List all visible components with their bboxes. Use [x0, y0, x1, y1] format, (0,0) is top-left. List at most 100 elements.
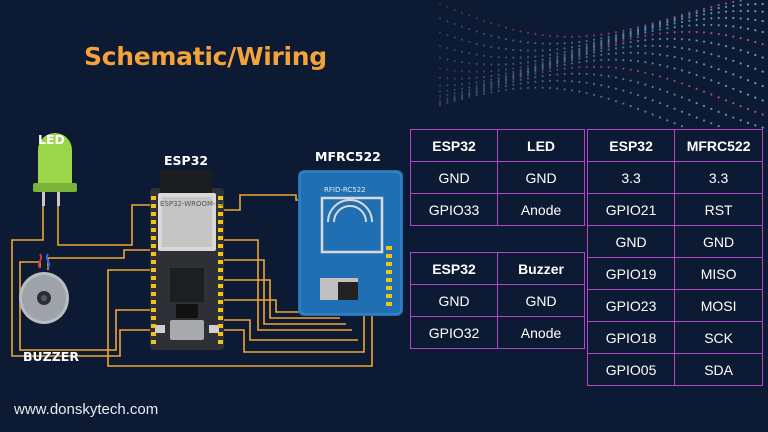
decoration-dot	[534, 32, 537, 36]
decoration-dot	[761, 10, 764, 13]
decoration-dot	[680, 57, 684, 60]
decoration-dot	[695, 39, 698, 42]
decoration-dot	[614, 58, 618, 61]
table-row: GPIO33 Anode	[409, 193, 585, 226]
decoration-dot	[438, 56, 442, 59]
decoration-dot	[563, 47, 566, 50]
decoration-dot	[717, 81, 720, 85]
decoration-dot	[592, 45, 596, 48]
decoration-dot	[570, 59, 574, 62]
decoration-dot	[724, 113, 728, 116]
decoration-dot	[666, 119, 669, 122]
decoration-dot	[761, 99, 764, 102]
decoration-dot	[504, 78, 508, 82]
decoration-dot	[592, 59, 596, 62]
table-cell: 3.3	[586, 161, 676, 194]
decoration-dot	[739, 3, 742, 7]
decoration-dot	[526, 49, 530, 52]
decoration-dot	[512, 56, 515, 59]
table-cell: GND	[409, 161, 499, 194]
decoration-dot	[680, 38, 684, 41]
decoration-dot	[754, 124, 757, 127]
decoration-dot	[556, 87, 559, 90]
decoration-dot	[614, 100, 618, 103]
decoration-dot	[519, 78, 522, 82]
decoration-dot	[754, 2, 757, 6]
decoration-dot	[636, 45, 640, 48]
decoration-dot	[761, 70, 764, 73]
decoration-dot	[460, 94, 464, 97]
decoration-dot	[673, 55, 676, 59]
decoration-dot	[556, 48, 559, 51]
decoration-dot	[688, 13, 691, 16]
decoration-dot	[548, 57, 552, 60]
header-pin	[218, 196, 223, 200]
header-pin	[151, 276, 156, 280]
decoration-dot	[622, 32, 625, 35]
decoration-dot	[651, 44, 654, 47]
decoration-dot	[724, 70, 728, 73]
decoration-dot	[504, 26, 508, 29]
decoration-dot	[490, 91, 493, 94]
decoration-dot	[607, 45, 610, 48]
header-pin	[151, 204, 156, 208]
decoration-dot	[453, 69, 456, 72]
decoration-dot	[541, 42, 544, 45]
esp32-label: ESP32	[164, 153, 209, 168]
decoration-dot	[490, 88, 493, 91]
decoration-dot	[732, 25, 735, 28]
decoration-dot	[453, 48, 456, 51]
decoration-dot	[673, 79, 676, 83]
decoration-dot	[746, 3, 750, 6]
decoration-dot	[578, 61, 581, 64]
decoration-dot	[526, 77, 530, 80]
decoration-dot	[629, 105, 632, 108]
decoration-dot	[446, 100, 449, 103]
decoration-dot	[710, 65, 713, 68]
decoration-dot	[724, 34, 728, 37]
decoration-dot	[614, 31, 618, 34]
decoration-dot	[519, 73, 522, 76]
decoration-dot	[629, 51, 632, 54]
decoration-dot	[717, 7, 720, 10]
decoration-dot	[607, 38, 610, 41]
decoration-dot	[475, 81, 478, 84]
decoration-dot	[526, 74, 530, 77]
decoration-dot	[622, 89, 625, 92]
decoration-dot	[666, 18, 669, 21]
decoration-dot	[592, 93, 596, 96]
decoration-dot	[548, 59, 552, 62]
decoration-dot	[468, 62, 471, 65]
decoration-dot	[600, 58, 603, 62]
decoration-dot	[578, 66, 581, 69]
decoration-dot	[644, 110, 647, 113]
decoration-dot	[702, 51, 706, 54]
header-pin	[151, 268, 156, 272]
decoration-dot	[482, 19, 486, 22]
decoration-dot	[578, 57, 581, 60]
decoration-dot	[651, 52, 654, 55]
wires	[11, 194, 373, 367]
decoration-dot	[460, 90, 464, 93]
decoration-dot	[761, 2, 764, 6]
decoration-dot	[497, 56, 500, 59]
decoration-dot	[710, 8, 713, 11]
decoration-dot	[695, 73, 698, 77]
decoration-dot	[688, 59, 691, 62]
decoration-dot	[666, 65, 669, 68]
decoration-dot	[636, 39, 640, 43]
decoration-dot	[754, 110, 757, 113]
decoration-dot	[644, 24, 647, 27]
decoration-dot	[512, 83, 515, 86]
decoration-dot	[651, 23, 654, 27]
decoration-dot	[556, 79, 559, 82]
decoration-dot	[600, 74, 603, 77]
decoration-dot	[468, 94, 471, 97]
table-row: GPIO32 Anode	[409, 316, 585, 349]
decoration-dot	[695, 101, 698, 105]
decoration-dot	[644, 96, 647, 99]
decoration-dot	[658, 44, 662, 48]
decoration-dot	[673, 17, 676, 20]
decoration-dot	[688, 16, 691, 19]
header-pin	[151, 332, 156, 336]
